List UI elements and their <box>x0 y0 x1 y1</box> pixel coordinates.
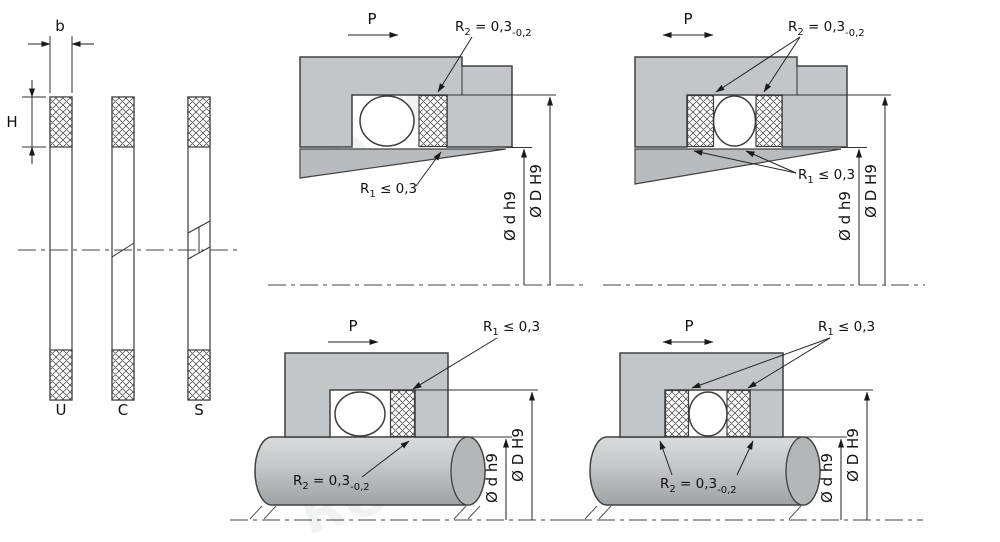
backup-ring-section <box>755 94 783 148</box>
break-tick <box>788 505 802 520</box>
rod-section <box>634 148 842 185</box>
r1-leader <box>412 337 498 390</box>
r2-leader <box>763 36 801 93</box>
rod-diameter-label: Ø d h9 <box>836 191 854 241</box>
profile-type-label-u: U <box>56 401 67 419</box>
backup-ring-section <box>389 389 416 438</box>
profile-type-label-s: S <box>194 401 204 419</box>
diagram-bottom-right: Ø d h9 Ø D H9 P R1 ≤ 0,3 R2 = 0,3-0,2 <box>565 317 923 521</box>
rod-diameter-label: Ø d h9 <box>483 453 501 503</box>
break-tick <box>249 505 263 520</box>
o-ring-section <box>359 95 415 147</box>
rod-diameter-label: Ø d h9 <box>818 453 836 503</box>
backup-ring-section <box>418 94 448 148</box>
break-tick <box>453 505 467 520</box>
diagram-top-right: Ø d h9 Ø D H9 P R2 = 0,3-0,2 R1 ≤ 0,3 <box>603 10 925 286</box>
diagram-top-left: Ø d h9 Ø D H9 P R2 = 0,3-0,2 R1 ≤ 0,3 <box>268 10 588 286</box>
rod-end-face <box>450 436 486 506</box>
backup-ring-section <box>664 389 690 438</box>
r2-leader <box>736 440 754 476</box>
pressure-label: P <box>348 317 357 335</box>
ring-profile-u <box>49 96 73 401</box>
r1-label: R1 ≤ 0,3 <box>818 319 875 338</box>
pressure-label: P <box>367 10 376 28</box>
ring-profile-c <box>111 96 135 401</box>
r2-label: R2 = 0,3-0,2 <box>455 19 532 39</box>
width-dim-label: b <box>55 17 65 35</box>
rod-diameter-label: Ø d h9 <box>501 191 519 241</box>
pressure-label: P <box>683 10 692 28</box>
bore-diameter-label: Ø D H9 <box>862 164 880 218</box>
ring-cross-section-bottom <box>111 349 135 401</box>
r2-leader <box>715 36 801 93</box>
rod-end-face <box>785 436 821 506</box>
r1-leader <box>415 151 442 187</box>
r2-label: R2 = 0,3-0,2 <box>660 476 737 496</box>
height-dim-label: H <box>6 113 17 131</box>
ring-cross-section-top <box>49 96 73 148</box>
bore-diameter-label: Ø D H9 <box>509 428 527 482</box>
profile-section: b H U C S <box>6 17 240 419</box>
ring-cross-section-bottom <box>187 349 211 401</box>
r2-label: R2 = 0,3-0,2 <box>788 19 865 39</box>
break-tick <box>467 505 481 520</box>
break-tick <box>263 505 277 520</box>
o-ring-section <box>334 391 386 437</box>
break-tick <box>598 505 612 520</box>
pressure-label: P <box>684 317 693 335</box>
ring-cross-section-top <box>187 96 211 148</box>
profile-type-label-c: C <box>118 401 128 419</box>
break-tick <box>584 505 598 520</box>
r1-leader <box>747 337 831 389</box>
r1-label: R1 ≤ 0,3 <box>798 167 855 186</box>
height-dimension-h: H <box>6 80 46 164</box>
r1-label: R1 ≤ 0,3 <box>483 319 540 338</box>
r1-leader <box>691 337 831 389</box>
bore-diameter-label: Ø D H9 <box>527 164 545 218</box>
r2-leader <box>437 36 473 93</box>
backup-ring-section <box>726 389 751 438</box>
bore-diameter-label: Ø D H9 <box>844 428 862 482</box>
step-cut-line <box>187 246 211 260</box>
r1-label: R1 ≤ 0,3 <box>360 181 417 200</box>
width-dimension-b: b <box>28 17 94 93</box>
backup-ring-section <box>686 94 715 148</box>
ring-profile-s <box>187 96 211 401</box>
ring-cross-section-top <box>111 96 135 148</box>
ring-cross-section-bottom <box>49 349 73 401</box>
o-ring-section <box>688 391 728 437</box>
diagram-bottom-left: Ø d h9 Ø D H9 P R1 ≤ 0,3 R2 = 0,3-0,2 <box>230 317 588 521</box>
r1-leader <box>745 150 797 174</box>
r2-leader <box>361 440 410 478</box>
r1-leader <box>693 149 797 174</box>
r2-label: R2 = 0,3-0,2 <box>293 473 370 493</box>
o-ring-section <box>712 95 757 147</box>
rod-section <box>299 148 507 179</box>
r2-leader <box>659 440 673 476</box>
